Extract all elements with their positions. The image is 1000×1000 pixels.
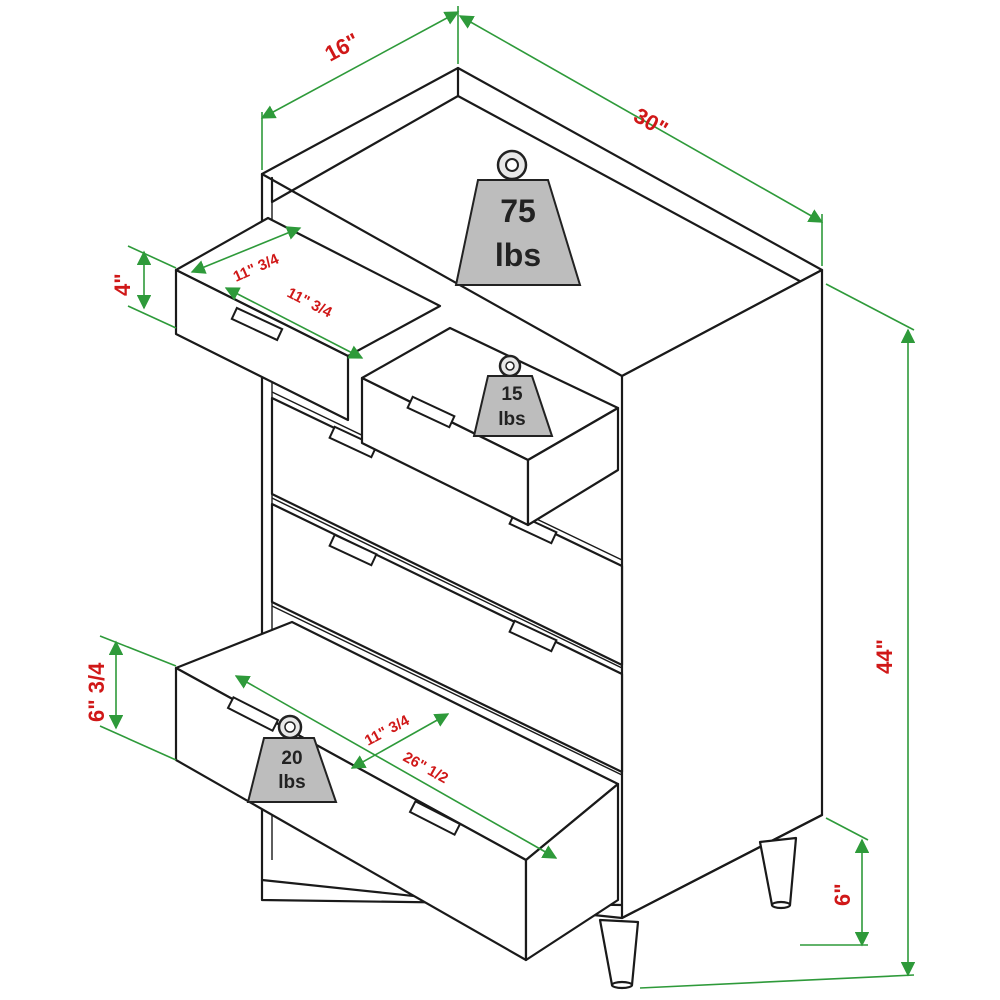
small-drawer-height-label: 4" bbox=[110, 273, 135, 296]
bottom-drawer-height-label: 6" 3/4 bbox=[84, 662, 109, 722]
drawer-fourth-handle-right[interactable] bbox=[508, 619, 558, 653]
small-drawer-weight-value: 15 bbox=[501, 384, 523, 405]
weight-icon-large-drawer: 20 lbs bbox=[246, 714, 338, 803]
large-drawer-weight-unit: lbs bbox=[278, 772, 305, 793]
small-drawer-weight-unit: lbs bbox=[498, 409, 525, 430]
dresser-legs bbox=[598, 836, 798, 990]
drawer-fourth-handle[interactable] bbox=[328, 533, 378, 567]
weight-icon-small-drawer: 15 lbs bbox=[472, 354, 554, 437]
depth-label: 16" bbox=[321, 28, 364, 66]
top-weight-unit: lbs bbox=[495, 237, 541, 273]
height-label: 44" bbox=[872, 639, 897, 674]
drawer-third-handle[interactable] bbox=[328, 425, 378, 459]
dimension-lines bbox=[99, 6, 916, 989]
leg-height-label: 6" bbox=[830, 883, 855, 906]
drawer-small-right-handle[interactable] bbox=[406, 395, 456, 429]
top-weight-value: 75 bbox=[500, 193, 536, 229]
weight-icon-top: 75 lbs bbox=[454, 149, 582, 286]
width-label: 30" bbox=[630, 103, 673, 142]
large-drawer-weight-value: 20 bbox=[281, 748, 302, 769]
